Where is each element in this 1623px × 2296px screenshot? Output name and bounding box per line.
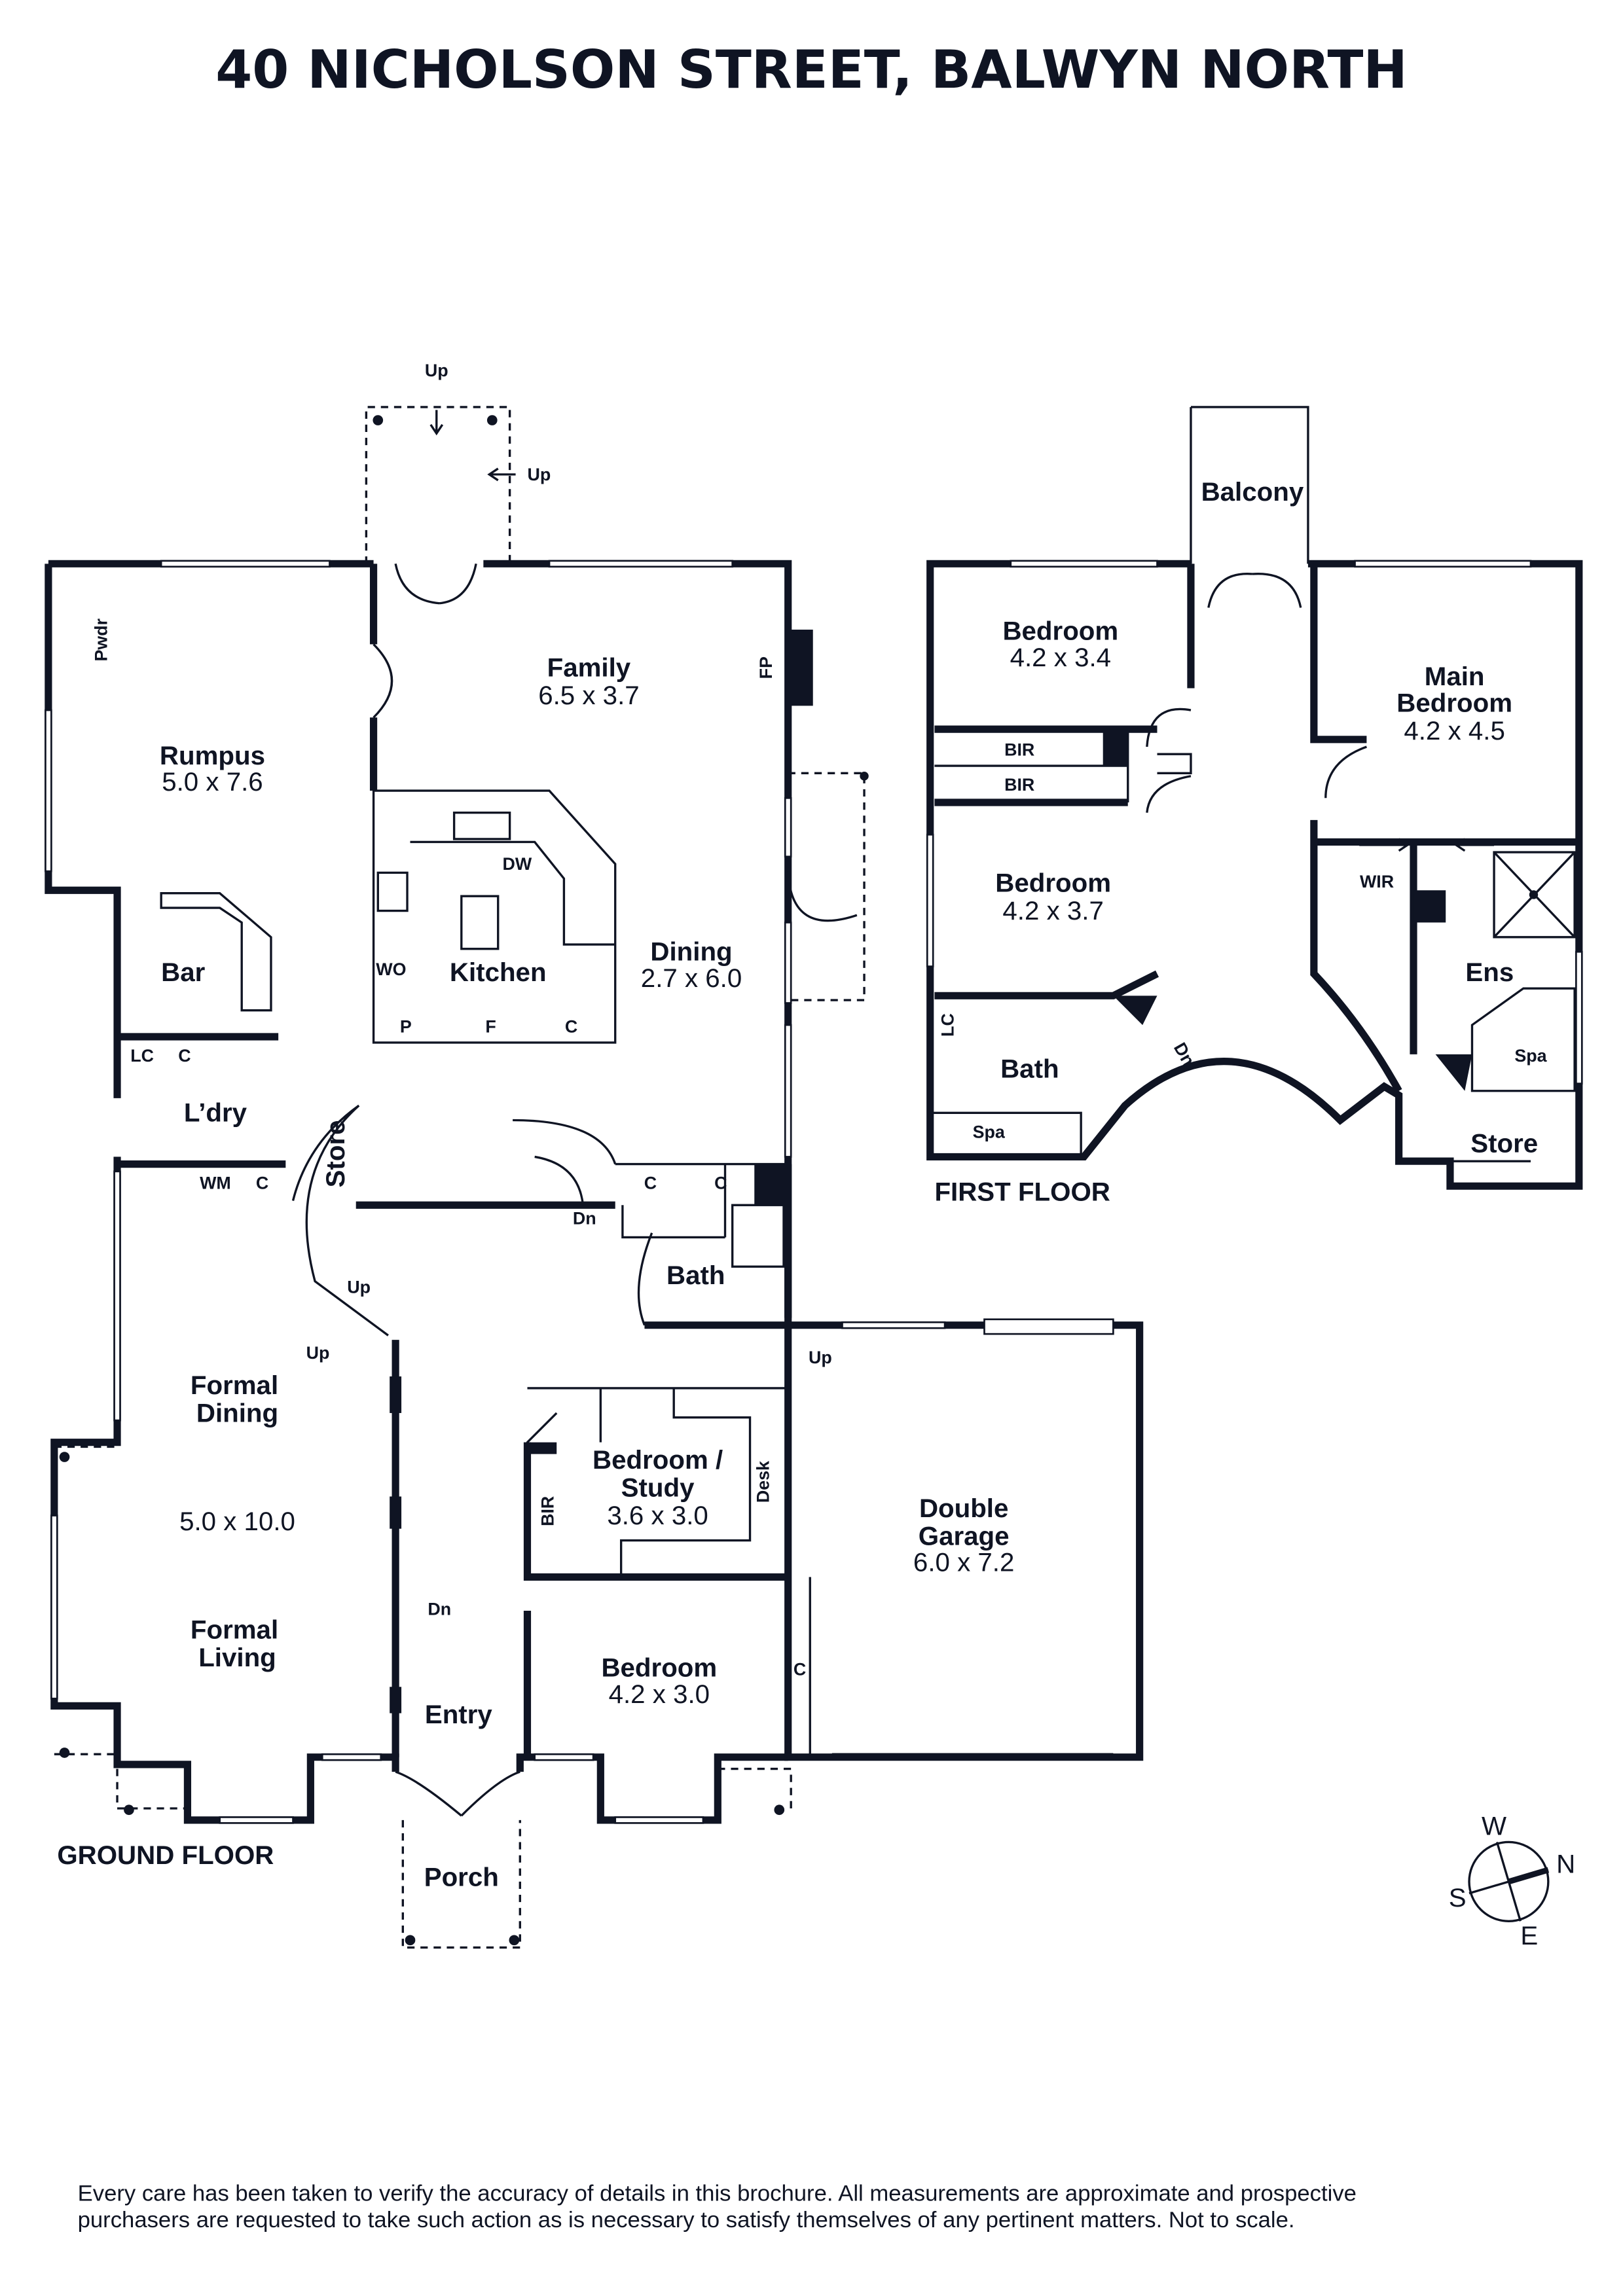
room-entry: Entry — [425, 1700, 493, 1729]
room-bedroom-dims: 4.2 x 3.0 — [609, 1679, 710, 1709]
ground-floor-walls — [45, 406, 1144, 1949]
room-bedroom1: Bedroom — [1002, 617, 1118, 646]
room-rumpus-dims: 5.0 x 7.6 — [162, 767, 263, 797]
compass-s: S — [1449, 1883, 1467, 1912]
label-c-laundry2: C — [256, 1174, 268, 1193]
label-dn-stair: Dn — [573, 1208, 596, 1228]
label-c-kitchen: C — [565, 1016, 577, 1036]
room-dining: Dining — [650, 937, 732, 967]
label-up-stair1: Up — [347, 1277, 371, 1297]
label-pwdr: Pwdr — [91, 618, 111, 661]
room-store-first: Store — [1470, 1129, 1538, 1158]
first-floor-labels: Balcony Bedroom 4.2 x 3.4 Main Bedroom 4… — [934, 477, 1547, 1206]
first-floor-walls — [926, 406, 1583, 1190]
compass-e: E — [1520, 1921, 1538, 1950]
label-c-laundry1: C — [178, 1046, 191, 1066]
room-study-2: Study — [621, 1473, 695, 1502]
room-garage-1: Double — [919, 1494, 1008, 1523]
room-family: Family — [547, 653, 631, 683]
label-up-garage: Up — [809, 1348, 832, 1367]
label-wo: WO — [376, 960, 406, 979]
room-study-1: Bedroom / — [593, 1445, 723, 1475]
room-main-bedroom-2: Bedroom — [1396, 688, 1512, 717]
room-bar: Bar — [161, 958, 205, 987]
first-floor-label: FIRST FLOOR — [934, 1177, 1110, 1207]
label-fridge: F — [485, 1016, 496, 1036]
room-formal-dining-1: Formal — [191, 1371, 278, 1400]
room-kitchen: Kitchen — [450, 958, 547, 987]
room-study-dims: 3.6 x 3.0 — [607, 1501, 708, 1530]
label-c-garage: C — [793, 1659, 806, 1679]
room-formal-dims: 5.0 x 10.0 — [179, 1507, 295, 1536]
room-bedroom1-dims: 4.2 x 3.4 — [1010, 643, 1111, 672]
room-formal-dining-2: Dining — [196, 1398, 278, 1427]
room-main-bedroom-dims: 4.2 x 4.5 — [1404, 716, 1504, 745]
room-dining-dims: 2.7 x 6.0 — [641, 963, 742, 993]
room-store: Store — [321, 1120, 350, 1187]
label-pantry: P — [400, 1016, 412, 1036]
label-bir2: BIR — [1004, 775, 1034, 795]
label-fp: FP — [756, 656, 776, 679]
page-title: 40 NICHOLSON STREET, BALWYN NORTH — [215, 39, 1408, 100]
label-spa-ens: Spa — [1514, 1046, 1547, 1066]
room-ens: Ens — [1465, 958, 1514, 987]
room-main-bedroom-1: Main — [1425, 662, 1485, 691]
label-up-stair2: Up — [306, 1343, 330, 1363]
room-rumpus: Rumpus — [160, 741, 265, 770]
label-spa-bath: Spa — [973, 1122, 1006, 1141]
room-garage-2: Garage — [919, 1521, 1010, 1551]
label-bir1: BIR — [1004, 740, 1034, 759]
room-bath-first: Bath — [1000, 1054, 1059, 1084]
disclaimer-line-2: purchasers are requested to take such ac… — [78, 2208, 1295, 2233]
room-balcony: Balcony — [1201, 477, 1304, 507]
label-c-hall2: C — [714, 1174, 727, 1193]
room-porch: Porch — [424, 1863, 499, 1892]
label-wir: WIR — [1360, 872, 1394, 891]
ground-floor-label: GROUND FLOOR — [57, 1840, 274, 1870]
label-dn-entry: Dn — [428, 1600, 451, 1619]
disclaimer-line-1: Every care has been taken to verify the … — [78, 2181, 1357, 2206]
room-laundry: L’dry — [184, 1098, 247, 1128]
room-garage-dims: 6.0 x 7.2 — [913, 1548, 1014, 1577]
label-up-side: Up — [527, 465, 551, 484]
room-bedroom2-dims: 4.2 x 3.7 — [1002, 896, 1103, 925]
compass-w: W — [1482, 1811, 1506, 1840]
room-bedroom2: Bedroom — [995, 868, 1111, 897]
label-lc: LC — [130, 1046, 154, 1066]
label-lc-first: LC — [938, 1013, 958, 1037]
room-formal-living-2: Living — [198, 1643, 276, 1672]
room-bath: Bath — [666, 1261, 725, 1290]
label-c-hall1: C — [644, 1174, 657, 1193]
room-bedroom: Bedroom — [601, 1653, 717, 1683]
room-formal-living-1: Formal — [191, 1615, 278, 1644]
label-dw: DW — [502, 854, 532, 874]
label-up-top: Up — [425, 361, 448, 380]
label-bir: BIR — [538, 1496, 558, 1526]
label-desk: Desk — [754, 1461, 773, 1503]
room-family-dims: 6.5 x 3.7 — [538, 681, 639, 710]
compass-n: N — [1556, 1849, 1575, 1878]
ground-floor-labels: Rumpus 5.0 x 7.6 Family 6.5 x 3.7 Kitche… — [57, 361, 1014, 1892]
compass-icon: W N S E — [1449, 1811, 1576, 1950]
label-wm: WM — [200, 1174, 231, 1193]
